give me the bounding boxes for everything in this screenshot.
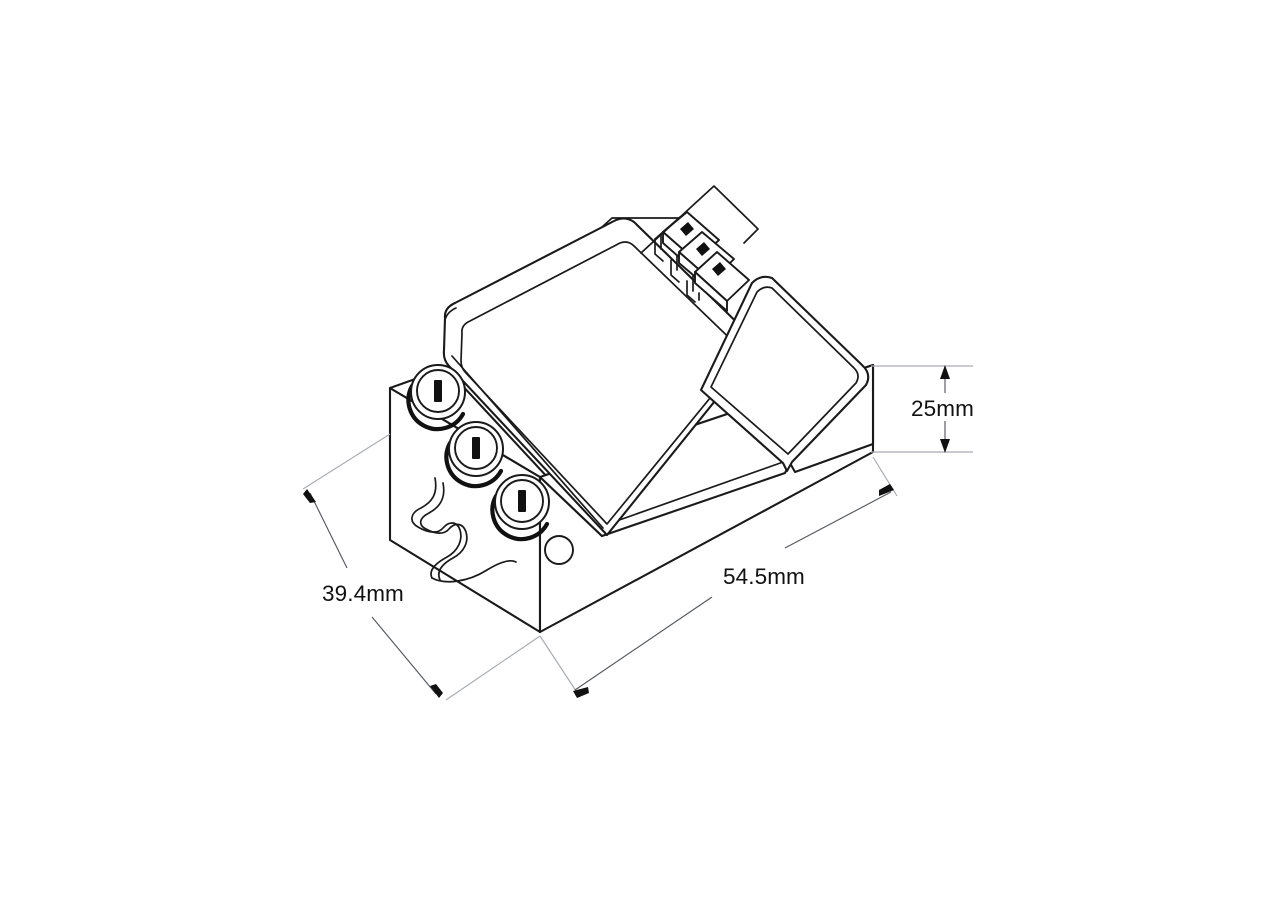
dimension-label-length: 54.5mm: [723, 564, 805, 589]
wave-outline-upper: [411, 477, 462, 579]
wave-cutout-profile: [411, 477, 517, 583]
dimension-height-25: 25mm: [871, 365, 974, 453]
dimension-depth-394: 39.4mm: [302, 433, 541, 701]
screw-terminal-3[interactable]: [490, 474, 550, 542]
cover-rim-left: [444, 307, 457, 321]
length-dimension-line-right: [784, 491, 892, 549]
screw-3-slot: [518, 490, 526, 512]
side-cover-panel: [699, 275, 870, 473]
length-arrow-left: [573, 687, 589, 698]
screw-terminal-2[interactable]: [444, 421, 504, 489]
length-extension-line-left: [539, 635, 579, 695]
terminal-2-screw-slot: [696, 242, 710, 256]
terminal-3-side: [694, 271, 728, 312]
terminal-rib-5: [686, 280, 696, 303]
terminal-connector-3[interactable]: [694, 251, 750, 312]
wave-tail: [431, 560, 517, 583]
front-screw-terminals: [406, 364, 574, 565]
cover-outer-shell: [442, 217, 762, 537]
wave-outline-lower: [419, 482, 468, 581]
screw-2-shadow: [444, 440, 504, 489]
depth-arrow-bottom: [430, 684, 443, 698]
depth-extension-line-top: [302, 433, 391, 490]
length-arrow-right: [879, 484, 894, 496]
dimension-label-height: 25mm: [911, 396, 974, 421]
terminal-block-assembly: [640, 185, 759, 312]
height-arrow-bottom: [940, 439, 950, 453]
screw-terminal-1[interactable]: [406, 364, 466, 432]
screw-3-shadow: [490, 493, 550, 542]
pilot-hole: [544, 535, 574, 565]
screw-1-slot: [434, 380, 442, 402]
depth-dimension-line-upper: [309, 492, 348, 569]
terminal-3-screw-slot: [712, 262, 726, 276]
terminal-rib-3: [670, 259, 680, 283]
cover-bevel-edge: [451, 355, 604, 529]
terminal-rib-1: [654, 238, 664, 262]
depth-arrow-top: [303, 489, 316, 503]
side-cover-inner-face: [710, 286, 859, 455]
raised-top-cover: [442, 217, 762, 537]
length-dimension-line-left: [574, 596, 713, 691]
terminal-1-screw-slot: [680, 222, 694, 236]
dimension-length-545: 54.5mm: [539, 456, 898, 698]
screw-1-shadow: [406, 383, 466, 432]
depth-extension-line-bottom: [445, 635, 541, 701]
terminal-base-plate: [640, 185, 759, 254]
side-cover-outline: [699, 275, 870, 473]
dimension-label-depth: 39.4mm: [322, 581, 404, 606]
height-arrow-top: [940, 365, 950, 379]
depth-dimension-line-lower: [371, 616, 437, 695]
screw-2-slot: [472, 437, 480, 459]
